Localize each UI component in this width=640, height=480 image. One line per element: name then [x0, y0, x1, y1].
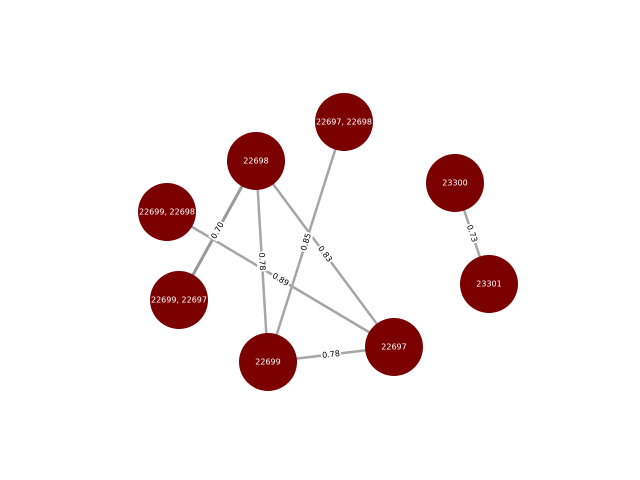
node-n22699: 22699: [239, 333, 297, 391]
node-label: 22698: [243, 157, 268, 166]
node-n22698: 22698: [227, 132, 285, 190]
edge-label-background: [269, 270, 292, 289]
node-label: 22697, 22698: [316, 118, 372, 127]
node-circle: [365, 318, 423, 376]
nodes-layer: 22698 22697, 22698 22699, 22698 22699, 2269…: [138, 93, 518, 391]
edge-weight-label: 0.78: [257, 252, 267, 270]
edge-weight-label: 0.70: [209, 221, 226, 241]
node-circle: [150, 271, 208, 329]
node-label: 22697: [381, 343, 406, 352]
edge-label-background: [315, 242, 335, 266]
node-label: 22699, 22697: [151, 296, 207, 305]
edge-label-background: [320, 348, 342, 361]
node-n22697: 22697: [365, 318, 423, 376]
node-circle: [460, 255, 518, 313]
node-label: 23300: [442, 179, 467, 188]
node-circle: [227, 132, 285, 190]
node-label: 22699: [255, 358, 280, 367]
node-label: 22699, 22698: [139, 208, 195, 217]
edge-weight-label: 0.78: [322, 349, 341, 360]
edge-label-group: 0.73: [464, 222, 480, 245]
node-n22699_22698: 22699, 22698: [138, 183, 196, 241]
node-n22697_22698: 22697, 22698: [315, 93, 373, 151]
edge-label-group: 0.70: [208, 219, 227, 242]
node-n23300: 23300: [426, 154, 484, 212]
edge-label-background: [464, 222, 480, 245]
node-circle: [239, 333, 297, 391]
edge-label-background: [208, 219, 227, 242]
edge-label-background: [298, 230, 314, 254]
node-n23301: 23301: [460, 255, 518, 313]
edge-label-group: 0.89: [269, 270, 292, 289]
node-circle: [315, 93, 373, 151]
node-circle: [138, 183, 196, 241]
edge-label-group: 0.85: [298, 230, 314, 254]
edge-label-group: 0.78: [256, 251, 268, 272]
node-label: 23301: [476, 280, 501, 289]
node-n22699_22697: 22699, 22697: [150, 271, 208, 329]
node-circle: [426, 154, 484, 212]
edge-label-background: [256, 251, 268, 272]
edge-label-group: 0.78: [320, 348, 342, 361]
